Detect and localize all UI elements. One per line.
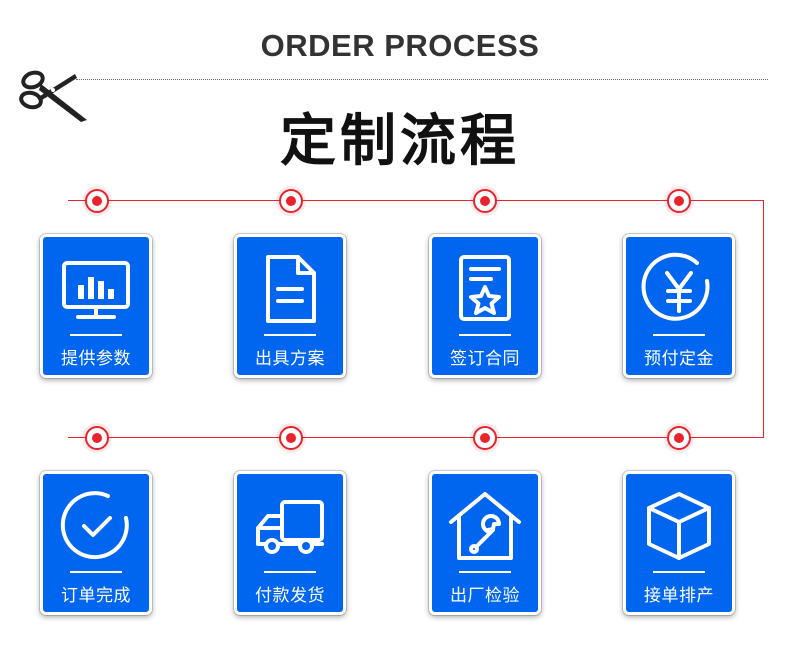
card-divider: [459, 334, 511, 336]
flow-node: [473, 426, 497, 450]
flow-node: [667, 189, 691, 213]
step-card-pay-and-ship: 付款发货: [234, 471, 346, 615]
document-icon: [252, 251, 328, 327]
yen-coin-icon: [641, 251, 717, 327]
flow-node: [85, 426, 109, 450]
step-label: 订单完成: [61, 586, 131, 606]
flow-node: [85, 189, 109, 213]
card-divider: [653, 334, 705, 336]
step-label: 提供参数: [61, 349, 131, 369]
step-label: 签订合同: [450, 349, 520, 369]
page-title-en: ORDER PROCESS: [260, 28, 540, 63]
card-divider: [653, 571, 705, 573]
step-label: 接单排产: [644, 586, 714, 606]
flow-line-bottom: [68, 437, 764, 438]
step-card-order-complete: 订单完成: [40, 471, 152, 615]
step-label: 预付定金: [644, 349, 714, 369]
step-label: 出厂检验: [450, 586, 520, 606]
card-divider: [70, 334, 122, 336]
page-title-cn: 定制流程: [280, 109, 520, 174]
scissors-icon: [19, 70, 87, 122]
contract-star-icon: [447, 251, 523, 327]
step-card-prepay-deposit: 预付定金: [623, 234, 735, 378]
step-card-sign-contract: 签订合同: [429, 234, 541, 378]
step-card-issue-plan: 出具方案: [234, 234, 346, 378]
card-divider: [264, 571, 316, 573]
flow-line-top: [68, 200, 764, 201]
flow-node: [279, 189, 303, 213]
house-wrench-icon: [447, 488, 523, 564]
step-card-schedule-production: 接单排产: [623, 471, 735, 615]
monitor-chart-icon: [58, 251, 134, 327]
step-card-provide-parameters: 提供参数: [40, 234, 152, 378]
step-card-factory-inspection: 出厂检验: [429, 471, 541, 615]
step-label: 出具方案: [255, 349, 325, 369]
card-divider: [264, 334, 316, 336]
flow-line-right: [763, 200, 764, 438]
step-label: 付款发货: [255, 586, 325, 606]
check-circle-icon: [58, 488, 134, 564]
cube-box-icon: [641, 488, 717, 564]
flow-node: [279, 426, 303, 450]
header-divider: [76, 79, 768, 80]
card-divider: [70, 571, 122, 573]
delivery-truck-icon: [252, 488, 328, 564]
card-divider: [459, 571, 511, 573]
flow-node: [667, 426, 691, 450]
flow-node: [473, 189, 497, 213]
